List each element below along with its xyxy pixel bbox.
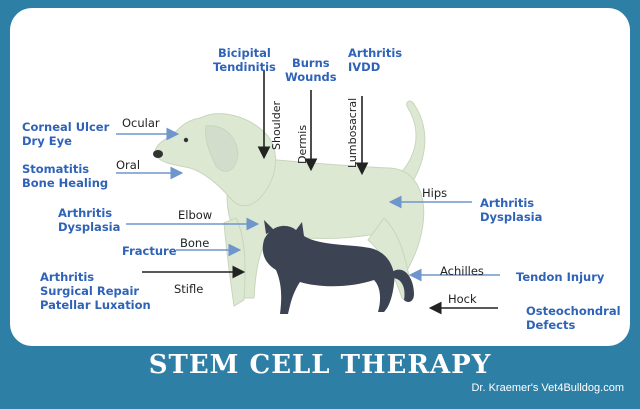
page-title: STEM CELL THERAPY (148, 350, 492, 380)
anatomy-ocular: Ocular (122, 116, 160, 130)
dog-eye (183, 137, 189, 143)
anatomy-dermis: Dermis (296, 124, 309, 164)
anatomy-shoulder: Shoulder (270, 101, 283, 150)
dog-nose (153, 150, 163, 158)
label-arrows (142, 70, 498, 315)
anatomy-elbow: Elbow (178, 208, 213, 222)
condition-tendon-injury: Tendon Injury (516, 270, 605, 284)
dog-cat-illustration (116, 70, 500, 315)
condition-fracture: Fracture (122, 244, 177, 258)
anatomy-oral: Oral (116, 158, 141, 172)
anatomy-lumbosacral: Lumbosacral (346, 97, 359, 168)
anatomy-hips: Hips (422, 186, 448, 200)
anatomy-bone: Bone (180, 236, 210, 250)
anatomy-hock: Hock (448, 292, 477, 306)
label-arrows-light (116, 127, 500, 282)
credit-text: Dr. Kraemer's Vet4Bulldog.com (471, 382, 624, 394)
cat-figure (262, 220, 414, 314)
anatomy-stifle: Stifle (174, 282, 204, 296)
anatomy-achilles: Achilles (440, 264, 484, 278)
